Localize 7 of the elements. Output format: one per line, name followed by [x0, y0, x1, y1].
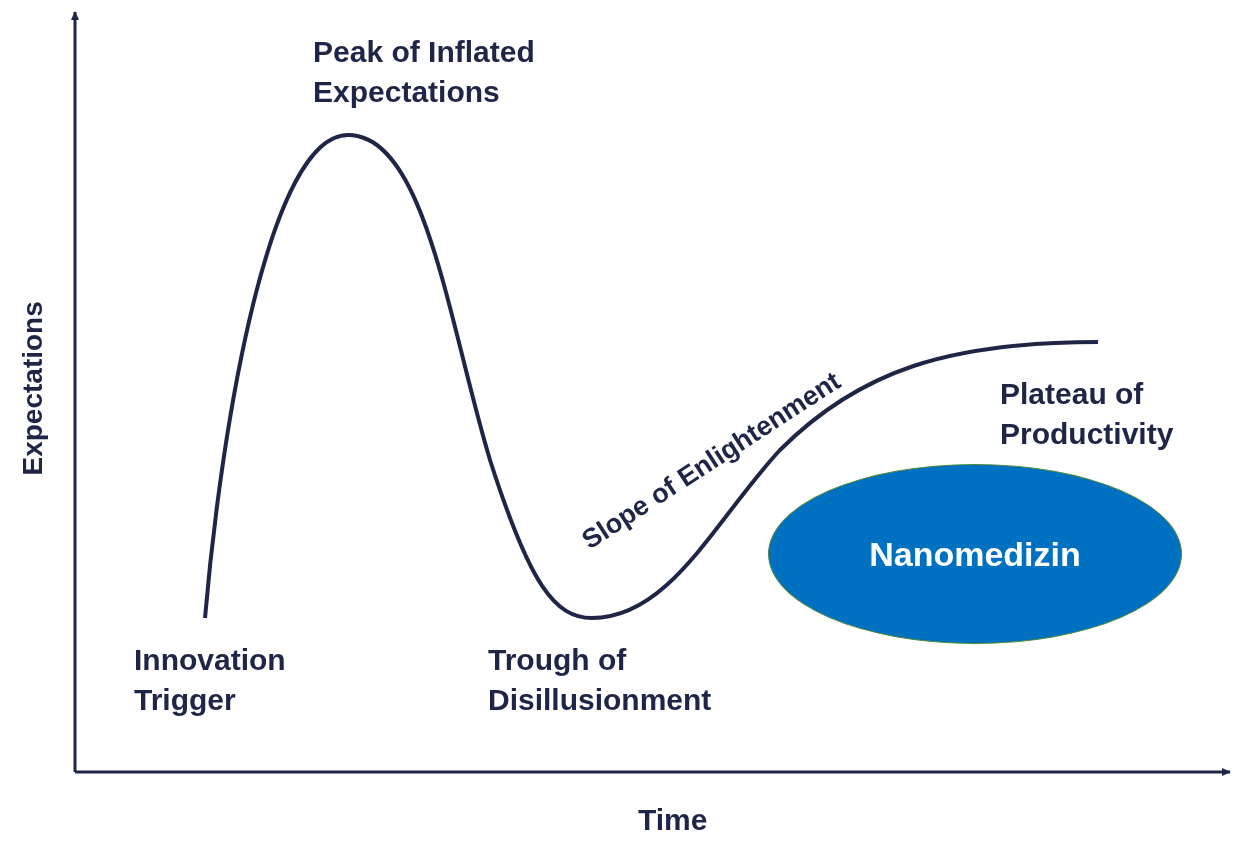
- phase-label: Peak of Inflated Expectations: [313, 34, 536, 110]
- phase-label: Trough of Disillusionment: [488, 642, 713, 718]
- ellipse-node: Nanomedizin: [768, 464, 1182, 644]
- phase-label: Plateau of Productivity: [1000, 376, 1175, 452]
- axis-title: Time: [638, 802, 709, 838]
- axis-title: Expectations: [15, 300, 49, 476]
- phase-label: Innovation Trigger: [134, 642, 287, 718]
